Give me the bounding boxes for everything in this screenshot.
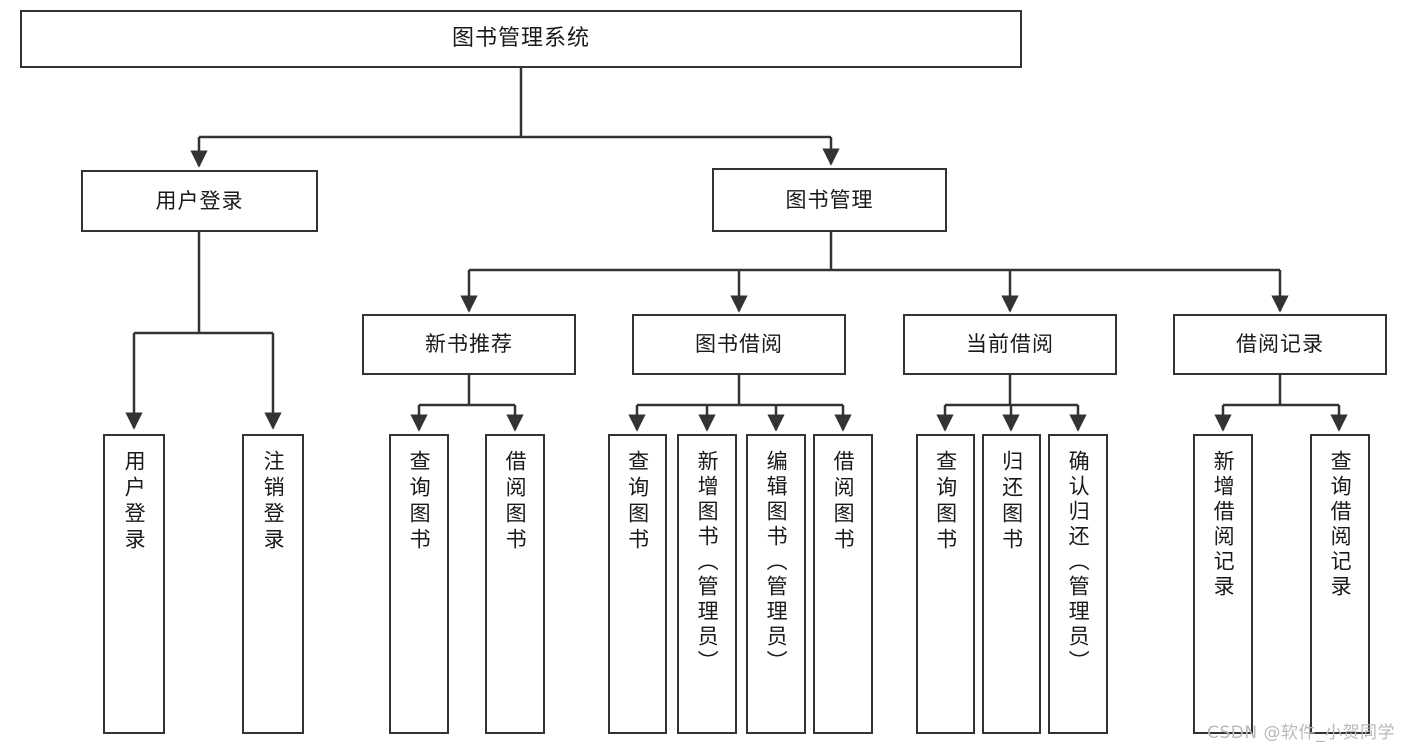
node-leaf-confirm-return-admin-label: 确认归还（管理员） (1066, 450, 1091, 675)
node-leaf-query-borrow-record-label: 查询借阅记录 (1328, 450, 1353, 600)
node-book-borrow-label: 图书借阅 (695, 332, 783, 357)
node-leaf-user-login-label: 用户登录 (122, 450, 147, 554)
node-leaf-query-book-nb-label: 查询图书 (407, 450, 432, 554)
node-leaf-add-borrow-record-label: 新增借阅记录 (1211, 450, 1236, 600)
node-leaf-user-login[interactable]: 用户登录 (103, 434, 165, 734)
node-leaf-query-book-bb-label: 查询图书 (625, 450, 650, 554)
node-leaf-add-book-admin-label: 新增图书（管理员） (695, 450, 720, 675)
watermark: CSDN @软件_小贺同学 (1207, 723, 1395, 743)
node-leaf-query-borrow-record[interactable]: 查询借阅记录 (1310, 434, 1370, 734)
node-leaf-logout-label: 注销登录 (261, 450, 286, 554)
node-leaf-query-book-cb-label: 查询图书 (933, 450, 958, 554)
node-leaf-query-book-bb[interactable]: 查询图书 (608, 434, 667, 734)
node-borrow-records[interactable]: 借阅记录 (1173, 314, 1387, 375)
node-leaf-edit-book-admin-label: 编辑图书（管理员） (764, 450, 789, 675)
node-root-label: 图书管理系统 (451, 26, 590, 52)
node-new-book-recommend[interactable]: 新书推荐 (362, 314, 576, 375)
node-root[interactable]: 图书管理系统 (20, 10, 1022, 68)
node-user-login[interactable]: 用户登录 (81, 170, 318, 232)
node-leaf-add-book-admin[interactable]: 新增图书（管理员） (677, 434, 737, 734)
node-leaf-borrow-book-bb[interactable]: 借阅图书 (813, 434, 873, 734)
node-leaf-confirm-return-admin[interactable]: 确认归还（管理员） (1048, 434, 1108, 734)
node-leaf-return-book[interactable]: 归还图书 (982, 434, 1041, 734)
node-new-book-recommend-label: 新书推荐 (425, 332, 513, 357)
node-leaf-return-book-label: 归还图书 (999, 450, 1024, 554)
node-book-management[interactable]: 图书管理 (712, 168, 947, 232)
node-leaf-borrow-book-bb-label: 借阅图书 (831, 450, 856, 554)
node-leaf-borrow-book-nb[interactable]: 借阅图书 (485, 434, 545, 734)
node-current-borrow-label: 当前借阅 (966, 332, 1054, 357)
node-leaf-borrow-book-nb-label: 借阅图书 (503, 450, 528, 554)
node-book-management-label: 图书管理 (785, 187, 874, 212)
node-leaf-logout[interactable]: 注销登录 (242, 434, 304, 734)
node-leaf-edit-book-admin[interactable]: 编辑图书（管理员） (746, 434, 806, 734)
node-user-login-label: 用户登录 (155, 188, 244, 213)
node-borrow-records-label: 借阅记录 (1236, 332, 1324, 357)
node-leaf-query-book-cb[interactable]: 查询图书 (916, 434, 975, 734)
node-current-borrow[interactable]: 当前借阅 (903, 314, 1117, 375)
node-leaf-query-book-nb[interactable]: 查询图书 (389, 434, 449, 734)
node-book-borrow[interactable]: 图书借阅 (632, 314, 846, 375)
node-leaf-add-borrow-record[interactable]: 新增借阅记录 (1193, 434, 1253, 734)
